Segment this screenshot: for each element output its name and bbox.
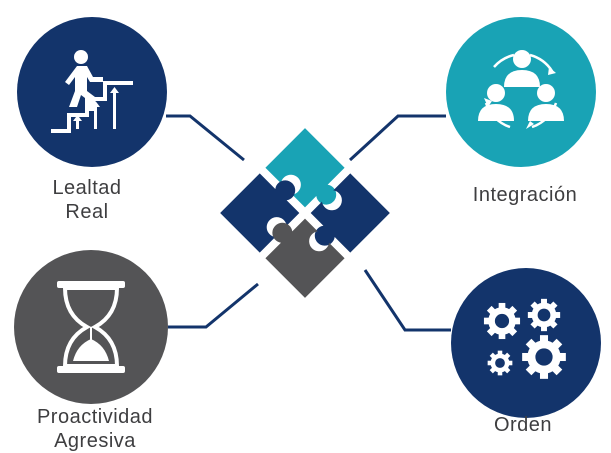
integracion-circle xyxy=(446,17,596,167)
puzzle-piece-teal xyxy=(265,128,345,208)
integracion-label: Integración xyxy=(472,184,578,206)
lealtad-label-line1: Lealtad xyxy=(52,177,122,199)
connector-integracion xyxy=(348,114,446,162)
puzzle-piece-gray xyxy=(265,218,345,298)
team-cycle-icon xyxy=(478,50,564,129)
proactividad-label-line2: Agresiva xyxy=(54,430,136,452)
stairs-climber-icon xyxy=(51,50,133,133)
gears-icon xyxy=(478,295,574,391)
connector-lealtad xyxy=(166,114,245,162)
proactividad-label-line1: Proactividad xyxy=(36,406,154,428)
lealtad-circle xyxy=(17,17,167,167)
hourglass-icon xyxy=(57,281,125,373)
proactividad-circle xyxy=(14,250,168,404)
connector-orden xyxy=(363,269,451,332)
orden-circle xyxy=(451,268,601,418)
lealtad-label: Lealtad Real xyxy=(12,176,162,224)
lealtad-label-line2: Real xyxy=(65,201,109,223)
orden-label: Orden xyxy=(493,414,553,436)
connector-proactividad xyxy=(168,282,259,329)
puzzle-piece-navy-left xyxy=(220,173,300,253)
proactividad-label: Proactividad Agresiva xyxy=(0,405,190,453)
